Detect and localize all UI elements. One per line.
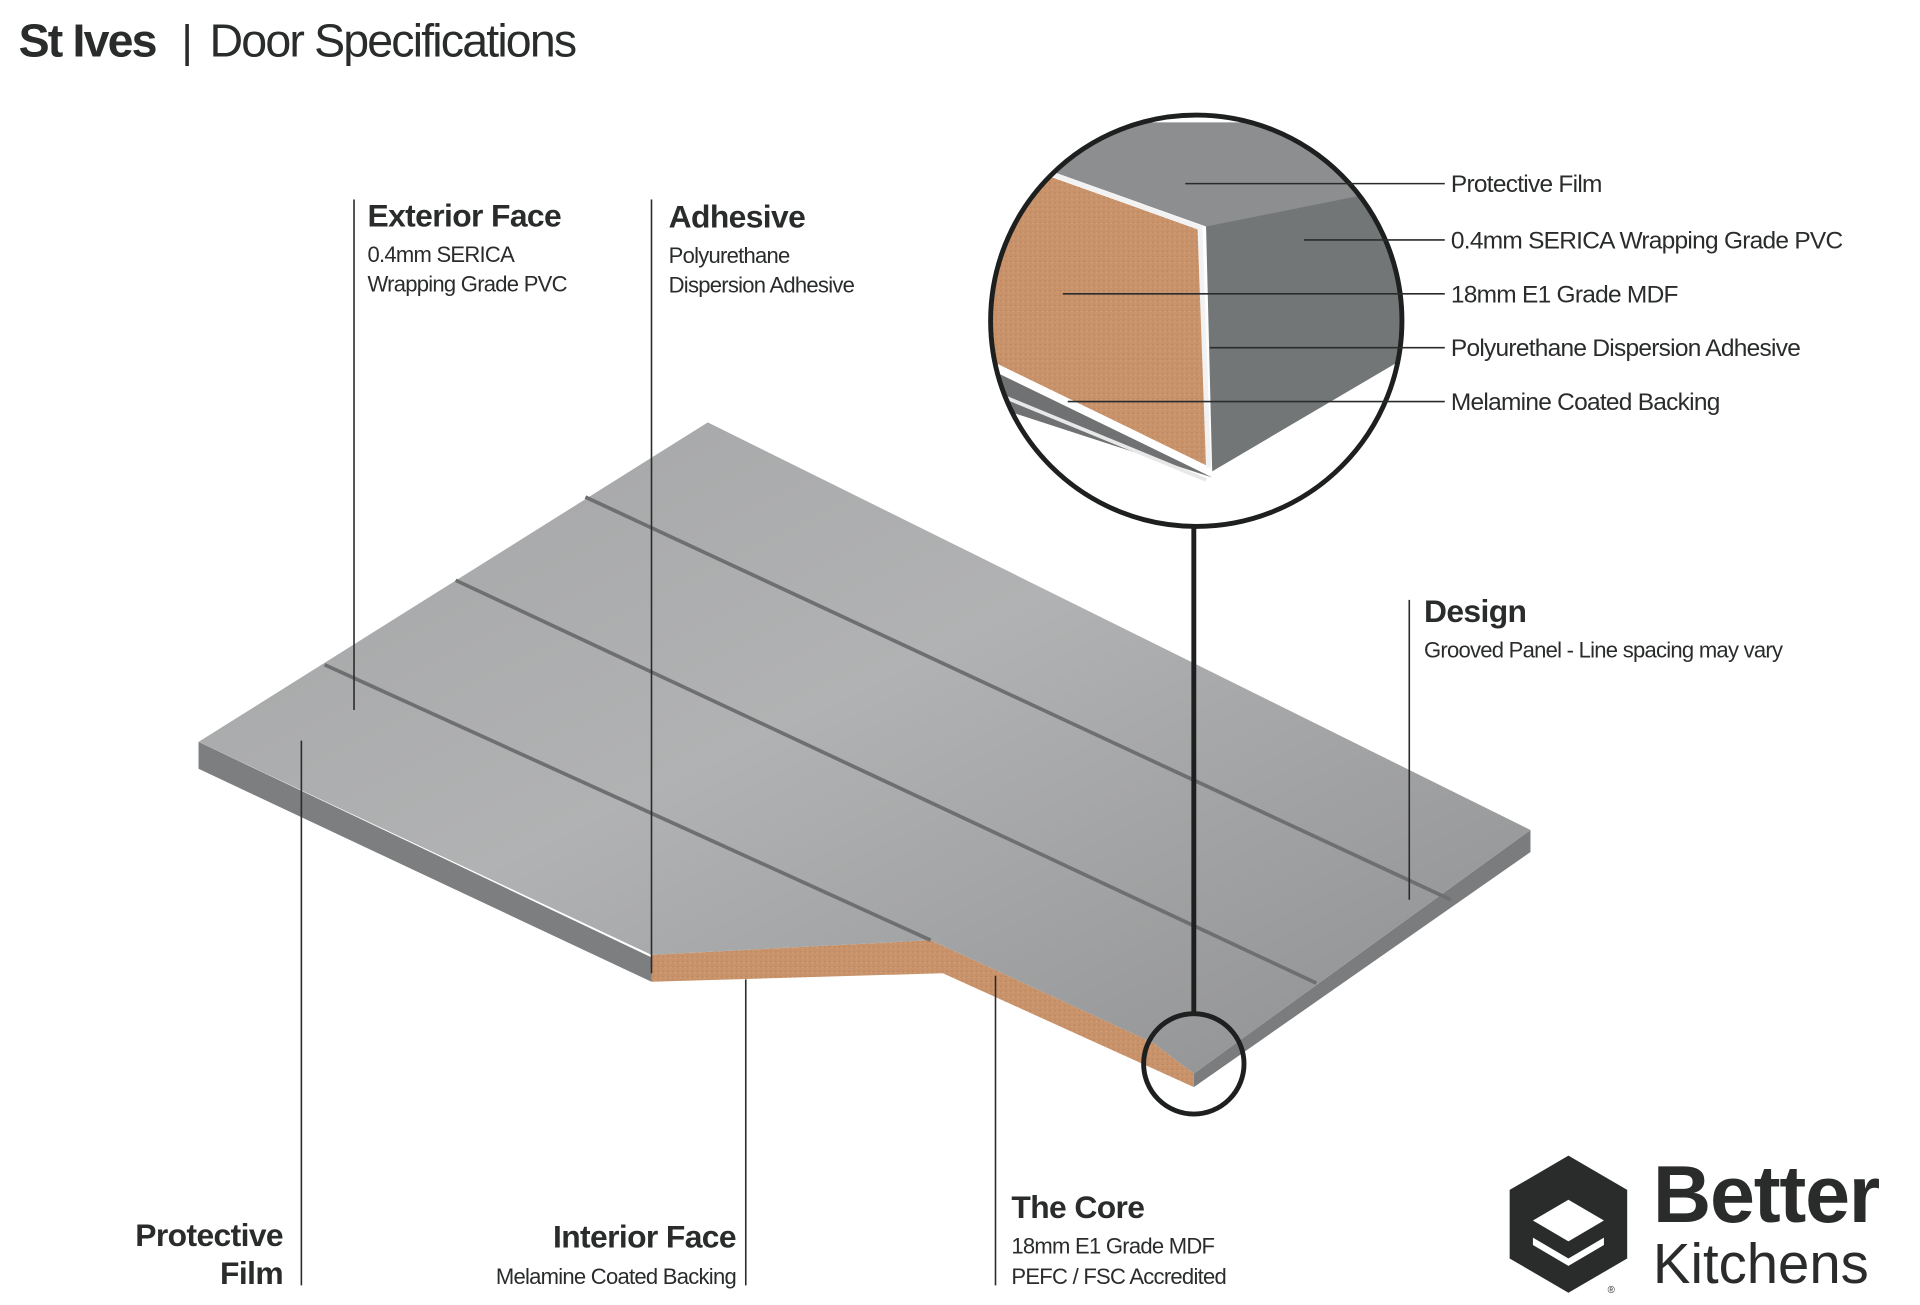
callout-text: 18mm E1 Grade MDF [1011,1234,1214,1259]
callout-text: Dispersion Adhesive [669,273,855,298]
title-subtitle: Door Specifications [210,14,576,66]
panel-right-edge [1193,830,1531,1088]
panel-top-face [198,422,1531,1074]
logo-hexagon-icon [1509,1155,1628,1293]
callout-heading: The Core [1011,1189,1144,1225]
callout-text: Melamine Coated Backing [496,1264,736,1289]
callout-heading: Design [1424,593,1526,629]
callout-core: The Core 18mm E1 Grade MDF PEFC / FSC Ac… [1011,1189,1226,1289]
inset-label-protective-film: Protective Film [1451,171,1602,198]
inset-label-pvc: 0.4mm SERICA Wrapping Grade PVC [1451,228,1843,255]
logo-text-kitchens: Kitchens [1653,1232,1869,1295]
callout-heading: Film [220,1255,283,1291]
callout-text: Polyurethane [669,243,790,268]
page-title: St Ives | Door Specifications [19,14,578,66]
callout-heading: Adhesive [669,199,806,235]
inset-label-adhesive: Polyurethane Dispersion Adhesive [1451,335,1800,362]
callout-text: PEFC / FSC Accredited [1011,1264,1226,1289]
logo-text-better: Better [1653,1150,1880,1240]
callout-protective-film: Protective Film [135,1217,283,1291]
better-kitchens-logo: ® Better Kitchens [1509,1150,1881,1296]
inset-label-backing: Melamine Coated Backing [1451,389,1720,416]
title-separator: | [181,17,192,66]
callout-exterior-face: Exterior Face 0.4mm SERICA Wrapping Grad… [367,197,568,296]
callout-heading: Interior Face [553,1218,736,1254]
callout-text: 0.4mm SERICA [367,242,515,267]
callout-heading: Exterior Face [367,197,561,233]
leader-lines [300,199,1411,1286]
panel-grooves [323,495,1452,985]
product-name: St Ives [19,14,156,66]
detail-circle [1141,1011,1247,1117]
callout-heading: Protective [135,1217,283,1253]
callout-text: Wrapping Grade PVC [367,271,567,296]
callout-text: Grooved Panel - Line spacing may vary [1424,637,1783,662]
mdf-cutaway [651,940,1194,1088]
door-panel-illustration [198,422,1531,1088]
callout-adhesive: Adhesive Polyurethane Dispersion Adhesiv… [669,199,856,298]
inset-circle [988,112,1405,529]
panel-left-edge [198,741,652,982]
inset-label-mdf: 18mm E1 Grade MDF [1451,281,1678,308]
registered-mark: ® [1608,1285,1616,1296]
callout-design: Design Grooved Panel - Line spacing may … [1424,593,1784,663]
callout-interior-face: Interior Face Melamine Coated Backing [496,1218,737,1289]
